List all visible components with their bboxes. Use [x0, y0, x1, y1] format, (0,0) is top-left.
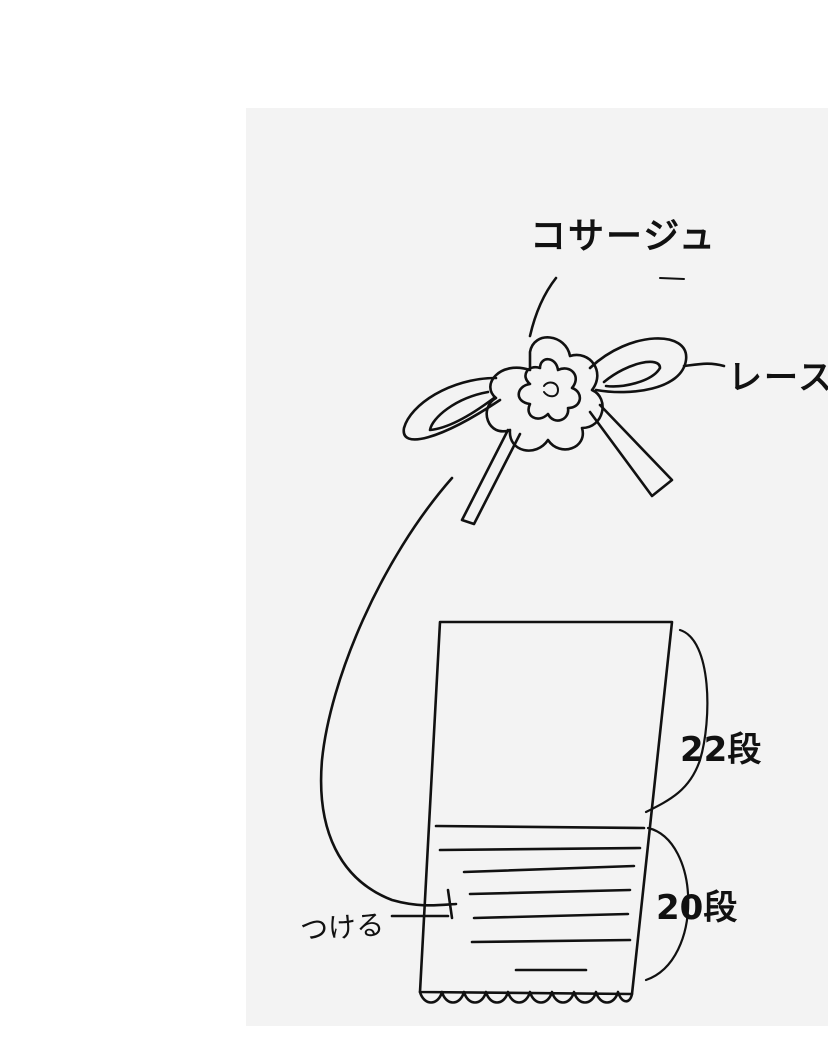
- lace-leader-line: [682, 362, 726, 368]
- ribbon-tail-left: [460, 428, 522, 526]
- knit-piece-outline: [418, 620, 674, 996]
- rows-22-label: 22段: [680, 730, 762, 770]
- corsage-outer-flower: [485, 336, 604, 452]
- rows-20-label: 20段: [656, 888, 738, 928]
- corsage-center: [543, 381, 559, 398]
- right-ribbon-loop: [588, 337, 688, 394]
- long-ribbon-line: [319, 476, 458, 907]
- paper-sheet: [246, 108, 828, 1026]
- corsage-label: コサージュ: [530, 216, 717, 257]
- stripe-3: [468, 888, 632, 896]
- corsage-inner-flower: [517, 357, 582, 422]
- stripe-1: [438, 846, 642, 852]
- stripe-2: [462, 864, 636, 874]
- bracket-22-rows: [644, 628, 709, 814]
- left-ribbon-inner: [428, 390, 496, 432]
- right-ribbon-inner: [602, 360, 662, 388]
- attach-label: つける: [299, 908, 386, 947]
- corsage-leader-dash: [659, 277, 685, 280]
- bracket-20-rows: [644, 826, 690, 982]
- ribbon-tail-right: [588, 403, 674, 498]
- lace-label: レース: [728, 358, 828, 398]
- stripe-5: [470, 938, 632, 944]
- stripe-4: [472, 912, 630, 920]
- section-divider: [434, 824, 646, 830]
- corsage-leader-line: [528, 276, 558, 338]
- left-ribbon-loop: [402, 376, 502, 441]
- scallop-edge: [418, 990, 634, 1004]
- attach-mark: [390, 888, 454, 920]
